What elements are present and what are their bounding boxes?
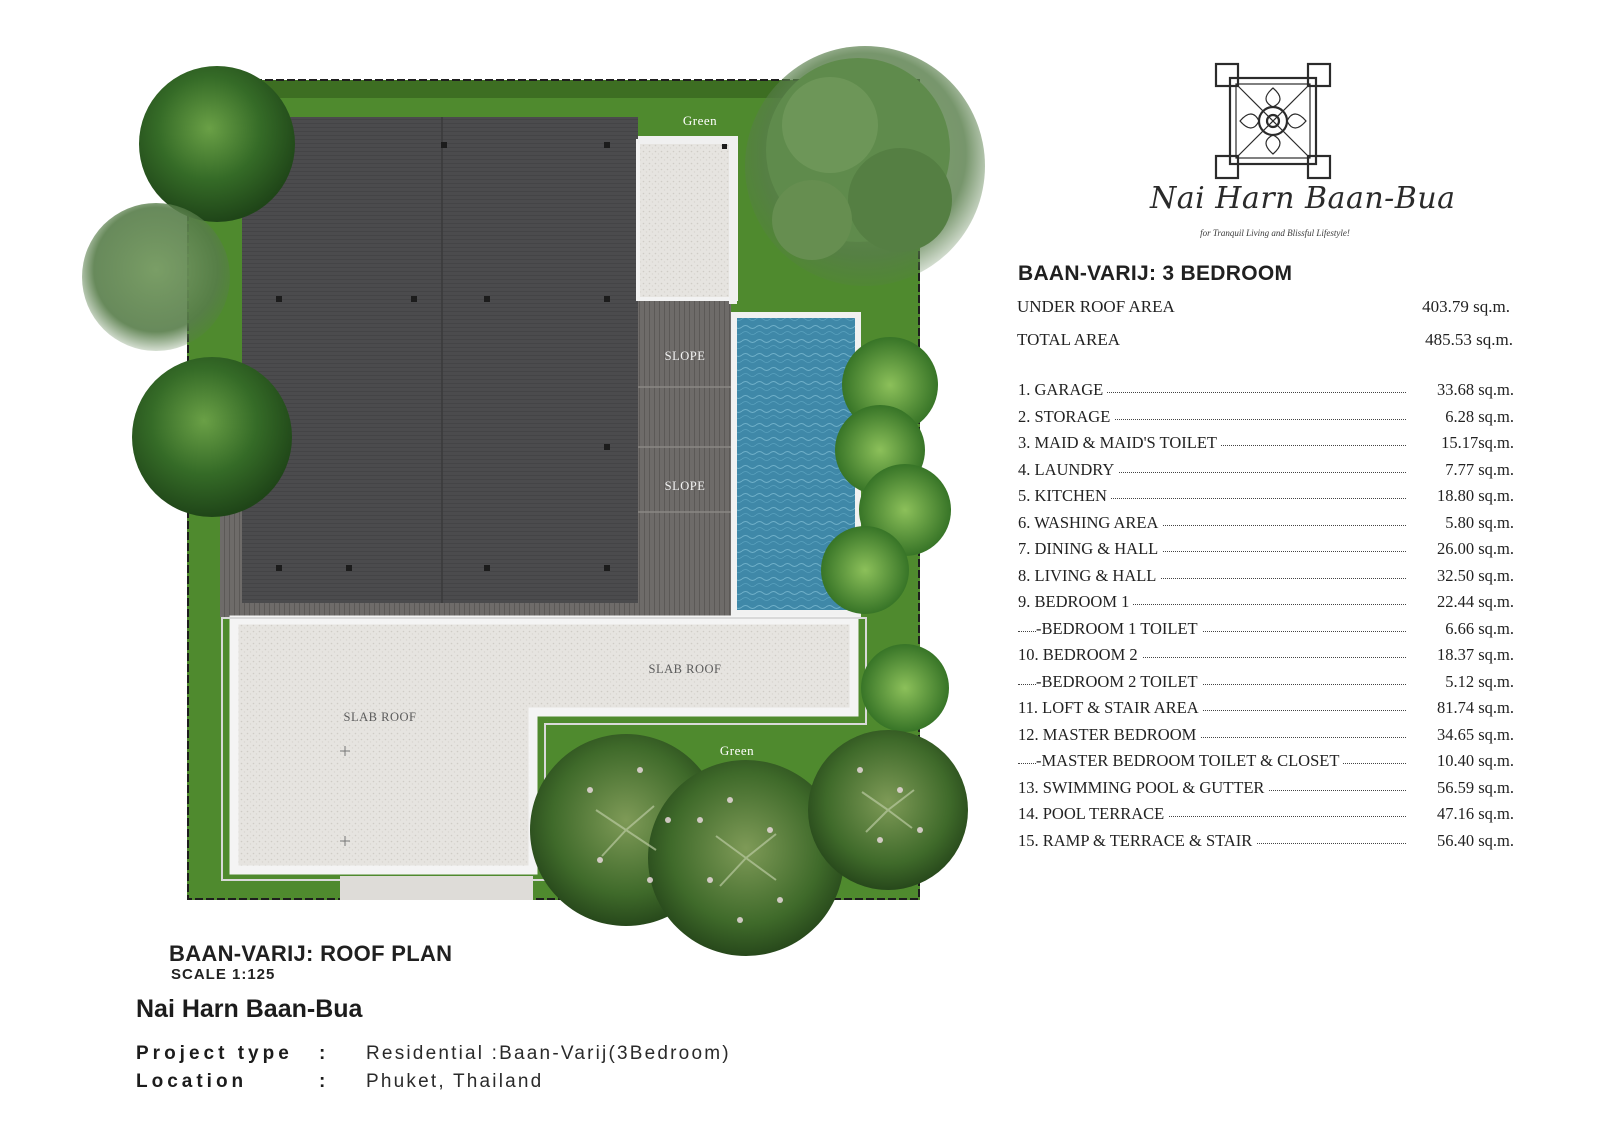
hedge-top: [187, 80, 920, 98]
room-area: 56.40 sq.m.: [1430, 830, 1514, 851]
room-name: 14. POOL TERRACE: [1018, 804, 1169, 824]
total-area-label: TOTAL AREA: [1017, 330, 1120, 349]
label-slope-1: SLOPE: [665, 349, 706, 363]
room-area: 6.28 sq.m.: [1439, 406, 1514, 427]
room-name: 12. MASTER BEDROOM: [1018, 724, 1201, 745]
room-name: 7. DINING & HALL: [1018, 539, 1163, 559]
label-slab-roof-right: SLAB ROOF: [649, 662, 722, 676]
under-roof-area-label: UNDER ROOF AREA: [1017, 297, 1175, 316]
room-area: 81.74 sq.m.: [1430, 698, 1514, 718]
room-row: 15. RAMP & TERRACE & STAIR 56.40 sq.m.: [1018, 830, 1514, 858]
room-row: 4. LAUNDRY 7.77 sq.m.: [1018, 459, 1514, 487]
room-row: -MASTER BEDROOM TOILET & CLOSET 10.40 sq.…: [1018, 751, 1514, 778]
room-area: 56.59 sq.m.: [1430, 777, 1514, 798]
room-name: 11. LOFT & STAIR AREA: [1018, 698, 1203, 718]
room-name: 15. RAMP & TERRACE & STAIR: [1018, 830, 1257, 851]
room-name: 8. LIVING & HALL: [1018, 565, 1161, 586]
location-colon: :: [319, 1071, 326, 1092]
tree-canopy-large: [745, 46, 985, 286]
site-plan: Green SLOPE SLOPE SLAB ROOF SLAB ROOF Gr…: [82, 46, 985, 956]
plan-scale: SCALE 1:125: [171, 966, 276, 983]
label-slope-2: SLOPE: [665, 479, 706, 493]
ramp: [340, 876, 533, 900]
room-row: 3. MAID & MAID'S TOILET 15.17sq.m.: [1018, 433, 1514, 460]
label-slab-roof-left: SLAB ROOF: [344, 710, 417, 724]
label-green-bottom: Green: [720, 743, 754, 758]
room-name: 2. STORAGE: [1018, 406, 1115, 427]
room-schedule: 1. GARAGE 33.68 sq.m. 2. STORAGE 6.28 sq.m…: [1018, 380, 1514, 857]
total-area-row: TOTAL AREA 485.53 sq.m.: [1017, 330, 1513, 350]
room-name: 6. WASHING AREA: [1018, 512, 1163, 533]
gravel-court: [636, 139, 738, 301]
tree-canopies-left: [82, 66, 295, 517]
room-name: 9. BEDROOM 1: [1018, 592, 1134, 612]
brand-tagline: for Tranquil Living and Blissful Lifesty…: [1200, 228, 1350, 238]
schedule-title: BAAN-VARIJ: 3 BEDROOM: [1018, 262, 1293, 285]
room-name: 5. KITCHEN: [1018, 486, 1111, 506]
room-row: 7. DINING & HALL 26.00 sq.m.: [1018, 539, 1514, 566]
logo-emblem: [1214, 62, 1332, 180]
location-label: Location: [136, 1071, 248, 1092]
room-area: 33.68 sq.m.: [1430, 380, 1514, 400]
total-area-value: 485.53 sq.m.: [1425, 330, 1513, 349]
room-area: 10.40 sq.m.: [1430, 751, 1514, 771]
project-type-colon: :: [319, 1043, 326, 1064]
under-roof-area-row: UNDER ROOF AREA 403.79 sq.m.: [1017, 297, 1510, 317]
project-type-value: Residential :Baan-Varij(3Bedroom): [366, 1043, 731, 1064]
room-row: 2. STORAGE 6.28 sq.m.: [1018, 406, 1514, 434]
room-row: 1. GARAGE 33.68 sq.m.: [1018, 380, 1514, 407]
project-name: Nai Harn Baan-Bua: [136, 995, 363, 1023]
location-value: Phuket, Thailand: [366, 1071, 544, 1092]
room-area: 34.65 sq.m.: [1430, 724, 1514, 745]
room-area: 18.37 sq.m.: [1430, 645, 1514, 665]
under-roof-area-value: 403.79 sq.m.: [1422, 297, 1510, 316]
project-type-label: Project type: [136, 1043, 293, 1064]
room-area: 6.66 sq.m.: [1439, 618, 1514, 639]
room-row: 12. MASTER BEDROOM 34.65 sq.m.: [1018, 724, 1514, 752]
room-area: 32.50 sq.m.: [1430, 565, 1514, 586]
room-area: 26.00 sq.m.: [1430, 539, 1514, 559]
room-area: 15.17sq.m.: [1435, 433, 1514, 453]
room-row: -BEDROOM 2 TOILET 5.12 sq.m.: [1018, 671, 1514, 699]
flowering-trees: [530, 730, 968, 956]
room-name: 4. LAUNDRY: [1018, 459, 1119, 480]
room-area: 7.77 sq.m.: [1439, 459, 1514, 480]
room-row: 10. BEDROOM 2 18.37 sq.m.: [1018, 645, 1514, 672]
slope-deck: [638, 299, 731, 617]
main-roof: [242, 117, 638, 603]
palm-trees: [821, 337, 951, 732]
room-area: 18.80 sq.m.: [1430, 486, 1514, 506]
room-row: 14. POOL TERRACE 47.16 sq.m.: [1018, 804, 1514, 831]
brand-name: Nai Harn Baan-Bua: [1150, 181, 1456, 216]
room-name: 13. SWIMMING POOL & GUTTER: [1018, 777, 1269, 798]
room-area: 5.12 sq.m.: [1439, 671, 1514, 692]
room-row: 9. BEDROOM 1 22.44 sq.m.: [1018, 592, 1514, 619]
room-name: -MASTER BEDROOM TOILET & CLOSET: [1036, 751, 1344, 771]
slab-roof: [229, 615, 859, 875]
label-green-top: Green: [683, 113, 717, 128]
room-row: 8. LIVING & HALL 32.50 sq.m.: [1018, 565, 1514, 593]
room-row: 11. LOFT & STAIR AREA 81.74 sq.m.: [1018, 698, 1514, 725]
room-name: 1. GARAGE: [1018, 380, 1108, 400]
room-name: 3. MAID & MAID'S TOILET: [1018, 433, 1221, 453]
room-row: 6. WASHING AREA 5.80 sq.m.: [1018, 512, 1514, 540]
room-row: 5. KITCHEN 18.80 sq.m.: [1018, 486, 1514, 513]
room-name: -BEDROOM 2 TOILET: [1036, 671, 1202, 692]
plan-title: BAAN-VARIJ: ROOF PLAN: [169, 941, 453, 966]
room-area: 47.16 sq.m.: [1430, 804, 1514, 824]
room-area: 22.44 sq.m.: [1430, 592, 1514, 612]
room-row: 13. SWIMMING POOL & GUTTER 56.59 sq.m.: [1018, 777, 1514, 805]
room-row: -BEDROOM 1 TOILET 6.66 sq.m.: [1018, 618, 1514, 646]
room-name: -BEDROOM 1 TOILET: [1036, 618, 1202, 639]
room-area: 5.80 sq.m.: [1439, 512, 1514, 533]
room-name: 10. BEDROOM 2: [1018, 645, 1142, 665]
